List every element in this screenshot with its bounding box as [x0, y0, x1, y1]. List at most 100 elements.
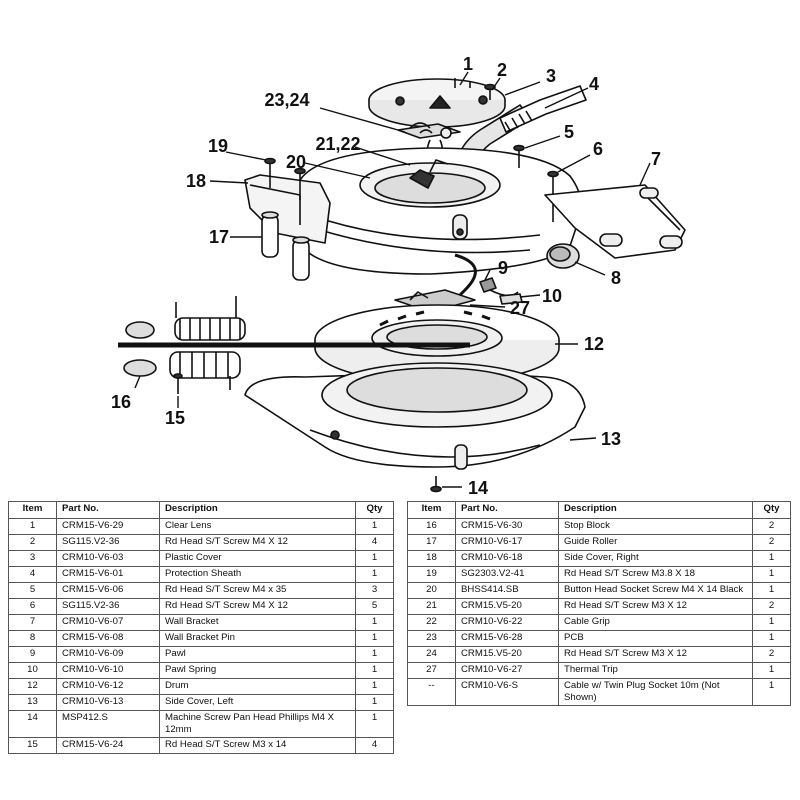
- item-cell: 27: [407, 662, 456, 679]
- qty-cell: 1: [752, 678, 791, 706]
- leader-lines: [134, 71, 651, 488]
- part-no-cell: BHSS414.SB: [455, 582, 559, 599]
- part-no-cell: CRM10-V6-22: [455, 614, 559, 631]
- qty-cell: 1: [355, 630, 394, 647]
- header-qty: Qty: [355, 501, 394, 519]
- description-cell: Stop Block: [558, 518, 753, 535]
- exploded-view-diagram: 1 2 3 4 5 6 7 8 9 10 12 13 14 15 16 17 1…: [111, 54, 686, 498]
- callout-3: 3: [546, 66, 556, 86]
- part-no-cell: CRM15-V6-29: [56, 518, 160, 535]
- callout-8: 8: [611, 268, 621, 288]
- description-cell: Rd Head S/T Screw M4 X 12: [159, 534, 356, 551]
- callout-23-24: 23,24: [264, 90, 309, 110]
- qty-cell: 4: [355, 737, 394, 754]
- qty-cell: 3: [355, 582, 394, 599]
- description-cell: Wall Bracket Pin: [159, 630, 356, 647]
- item-cell: 10: [8, 662, 57, 679]
- item-cell: 7: [8, 614, 57, 631]
- callout-6: 6: [593, 139, 603, 159]
- callout-15: 15: [165, 408, 185, 428]
- part-no-cell: CRM15-V6-24: [56, 737, 160, 754]
- callout-19: 19: [208, 136, 228, 156]
- description-cell: Button Head Socket Screw M4 X 14 Black: [558, 582, 753, 599]
- part-no-cell: CRM10-V6-10: [56, 662, 160, 679]
- part-no-cell: CRM10-V6-07: [56, 614, 160, 631]
- description-cell: Pawl: [159, 646, 356, 663]
- item-cell: 1: [8, 518, 57, 535]
- item-cell: 21: [407, 598, 456, 615]
- part-no-cell: CRM10-V6-13: [56, 694, 160, 711]
- callout-4: 4: [589, 74, 599, 94]
- part-no-cell: CRM15.V5-20: [455, 646, 559, 663]
- qty-cell: 1: [355, 518, 394, 535]
- part-no-cell: CRM15-V6-28: [455, 630, 559, 647]
- item-cell: 14: [8, 710, 57, 738]
- item-cell: 2: [8, 534, 57, 551]
- header-part-no: Part No.: [455, 501, 559, 519]
- side-cover-right-part: [244, 174, 331, 244]
- description-cell: Machine Screw Pan Head Phillips M4 X 12m…: [159, 710, 356, 738]
- qty-cell: 5: [355, 598, 394, 615]
- item-cell: 24: [407, 646, 456, 663]
- item-cell: 13: [8, 694, 57, 711]
- screw-part-6: [294, 167, 559, 222]
- qty-cell: 1: [752, 566, 791, 583]
- qty-cell: 1: [355, 694, 394, 711]
- description-cell: Wall Bracket: [159, 614, 356, 631]
- part-no-cell: SG115.V2-36: [56, 534, 160, 551]
- qty-cell: 1: [752, 582, 791, 599]
- description-cell: Thermal Trip: [558, 662, 753, 679]
- description-cell: Rd Head S/T Screw M3 X 12: [558, 598, 753, 615]
- qty-cell: 1: [355, 646, 394, 663]
- item-cell: 20: [407, 582, 456, 599]
- item-cell: 5: [8, 582, 57, 599]
- qty-cell: 2: [752, 646, 791, 663]
- callout-10: 10: [542, 286, 562, 306]
- item-cell: 8: [8, 630, 57, 647]
- callout-27: 27: [510, 298, 530, 318]
- callout-13: 13: [601, 429, 621, 449]
- qty-cell: 1: [355, 566, 394, 583]
- description-cell: Rd Head S/T Screw M4 X 12: [159, 598, 356, 615]
- description-cell: Rd Head S/T Screw M3.8 X 18: [558, 566, 753, 583]
- part-no-cell: CRM10-V6-27: [455, 662, 559, 679]
- part-no-cell: CRM15-V6-01: [56, 566, 160, 583]
- wall-bracket-pin-part: [546, 243, 580, 269]
- description-cell: Clear Lens: [159, 518, 356, 535]
- callout-2: 2: [497, 60, 507, 80]
- cable-guide-part: [118, 296, 470, 394]
- qty-cell: 1: [752, 662, 791, 679]
- callout-17: 17: [209, 227, 229, 247]
- item-cell: 23: [407, 630, 456, 647]
- header-description: Description: [558, 501, 753, 519]
- part-no-cell: SG115.V2-36: [56, 598, 160, 615]
- item-cell: 3: [8, 550, 57, 567]
- qty-cell: 1: [355, 710, 394, 738]
- clear-lens-part: [368, 78, 506, 128]
- qty-cell: 1: [355, 614, 394, 631]
- qty-cell: 2: [752, 598, 791, 615]
- header-description: Description: [159, 501, 356, 519]
- header-part-no: Part No.: [56, 501, 160, 519]
- qty-cell: 1: [355, 550, 394, 567]
- part-no-cell: SG2303.V2-41: [455, 566, 559, 583]
- description-cell: Drum: [159, 678, 356, 695]
- part-no-cell: CRM10-V6-17: [455, 534, 559, 551]
- item-cell: 4: [8, 566, 57, 583]
- item-cell: 22: [407, 614, 456, 631]
